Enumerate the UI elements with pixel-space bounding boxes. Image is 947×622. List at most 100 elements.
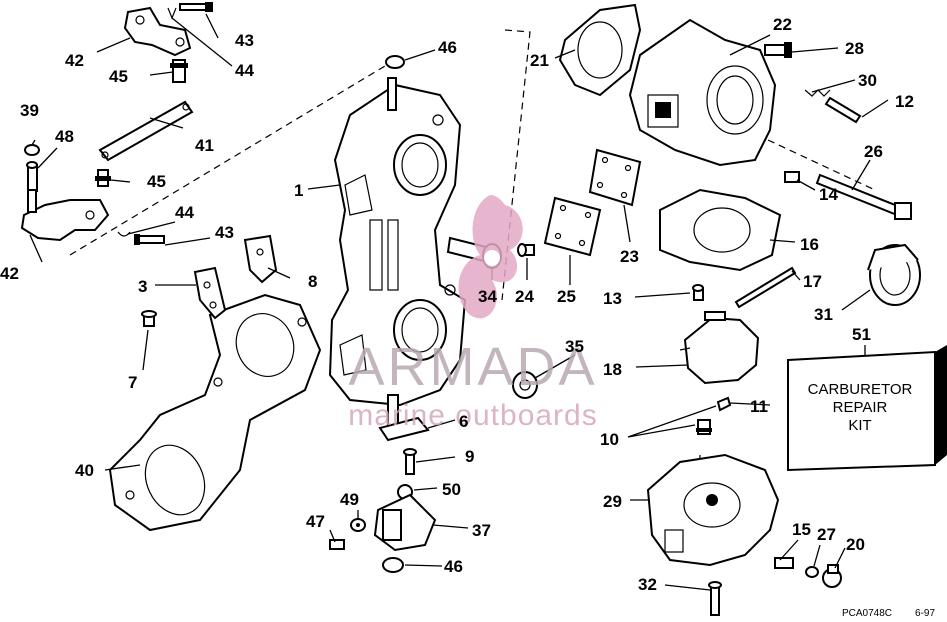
part-1-carburetor-body [328,77,467,426]
part-16-float-bowl-gasket [659,188,782,272]
label-47: 47 [306,512,325,531]
label-12: 12 [895,92,914,111]
label-44-upper: 44 [235,61,254,80]
label-46-upper: 46 [438,38,457,57]
part-12-needle-screw [824,96,862,124]
part-3-bracket [193,266,227,320]
part-45-bushing-upper [170,59,188,83]
label-45-lower: 45 [147,172,166,191]
label-6: 6 [459,412,468,431]
part-46-cap-upper [385,55,405,69]
part-46-cap-lower [382,557,404,573]
label-41: 41 [195,136,214,155]
label-39: 39 [20,101,39,120]
part-22-carburetor-upper-body [628,18,777,167]
label-15: 15 [792,520,811,539]
part-24-screw [517,243,535,257]
label-42-lower: 42 [0,264,19,283]
label-22: 22 [773,15,792,34]
label-27: 27 [817,525,836,544]
label-43-lower: 43 [215,223,234,242]
part-47-screw [329,539,345,550]
part-35-nut [512,371,538,399]
part-25-cover-plate [543,196,602,257]
part-45-bushing-lower [95,169,111,187]
part-15-screw [774,557,794,569]
part-6-float-pin-plate [378,416,430,442]
label-31: 31 [814,305,833,324]
label-50: 50 [442,480,461,499]
label-26: 26 [864,142,883,161]
label-34: 34 [478,287,497,306]
label-16: 16 [800,235,819,254]
leader-lines [29,13,889,591]
label-14: 14 [819,185,838,204]
part-21-gasket [558,3,642,97]
part-43-screw-upper [179,2,213,12]
label-23: 23 [620,247,639,266]
part-27-washer [805,566,819,578]
label-51: 51 [852,325,871,344]
label-48: 48 [55,127,74,146]
label-29: 29 [603,492,622,511]
part-29-float-bowl [646,453,780,567]
label-40: 40 [75,461,94,480]
part-10-valve-seat [696,419,712,435]
label-42-upper: 42 [65,51,84,70]
label-8: 8 [308,272,317,291]
part-31-ring-sleeve [867,243,921,306]
part-13-screw [692,284,704,301]
part-39-washer [24,144,40,156]
label-24: 24 [515,287,534,306]
watermark-tagline: marine outboards [348,399,597,432]
label-17: 17 [803,272,822,291]
kit-box-line3: KIT [848,417,871,434]
label-32: 32 [638,575,657,594]
part-9-screw [403,448,417,475]
figure-date: 6-97 [915,608,935,619]
part-44-clip-upper [167,7,177,20]
part-20-drain-screw [822,564,842,588]
part-18-float [679,311,760,385]
watermark-brand: ARMADA [348,337,597,397]
guide-dashed-line [69,59,396,256]
part-17-pin [734,266,797,309]
kit-box-line2: REPAIR [833,399,888,416]
part-28-screw [764,42,792,58]
part-32-screw [708,581,722,616]
part-41-link-rod [98,100,194,162]
figure-code: PCA0748C [842,608,892,619]
label-44-lower: 44 [175,203,194,222]
label-1: 1 [294,181,303,200]
part-42-throttle-lever-lower [20,189,110,242]
part-49-washer [350,518,366,532]
label-18: 18 [603,360,622,379]
label-11: 11 [750,397,768,416]
label-25: 25 [557,287,576,306]
label-9: 9 [465,447,474,466]
label-3: 3 [138,277,147,296]
label-37: 37 [472,521,491,540]
part-8-bracket-plate [243,234,278,284]
label-43-upper: 43 [235,31,254,50]
part-48-pin [26,161,38,192]
part-40-flange-gasket [108,293,322,532]
part-26-long-bolt [815,173,912,220]
kit-box-line1: CARBURETOR [808,381,913,398]
label-45-upper: 45 [109,67,128,86]
part-23-plate [588,148,642,207]
label-35: 35 [565,337,584,356]
part-7-screw [141,310,157,327]
label-7: 7 [128,373,137,392]
label-30: 30 [858,71,877,90]
label-21: 21 [530,51,549,70]
part-43-screw-lower [134,234,165,245]
label-46-lower: 46 [444,557,463,576]
label-20: 20 [846,535,865,554]
part-42-throttle-lever-upper [123,6,192,57]
label-49: 49 [340,490,359,509]
label-13: 13 [603,289,622,308]
label-28: 28 [845,39,864,58]
part-37-float [373,493,437,552]
